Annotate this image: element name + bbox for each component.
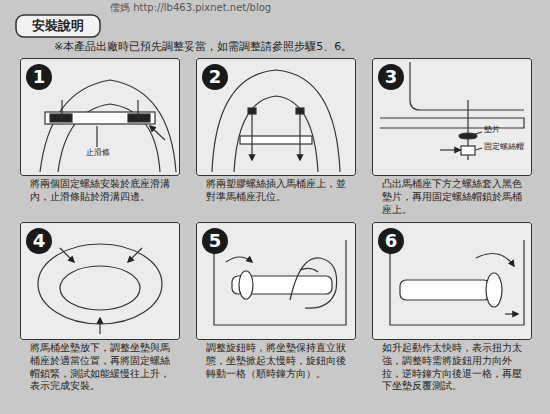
step-panel: 5 調整旋鈕時，將坐墊保持直立狀態，坐墊掀起太慢時，旋鈕向後轉動一格（順時鐘方向）… bbox=[196, 222, 356, 380]
panel-ground bbox=[196, 58, 356, 176]
step-panel: 3 凸出馬桶座下方之螺絲套入黑色墊片，再用固定螺絲帽鎖於馬桶座上。 bbox=[372, 58, 532, 216]
panel-frame: 3 bbox=[372, 58, 532, 176]
knob-hand-drawing bbox=[214, 240, 346, 325]
seat-base-drawing bbox=[137, 100, 138, 118]
seat-screws-drawing bbox=[296, 108, 304, 114]
bowl-top-drawing bbox=[128, 248, 142, 262]
step-number: 2 bbox=[202, 64, 228, 90]
panel-ground bbox=[20, 58, 532, 340]
step-panel: 2 將兩塑膠螺絲插入馬桶座上，並對準馬桶座孔位。 bbox=[196, 58, 356, 204]
seat-screws-drawing bbox=[212, 70, 340, 172]
step-panel: 6 如升起動作太快時，表示扭力太強，調整時需將旋鈕用力向外拉，逆時鐘方向後退一格，… bbox=[372, 222, 532, 393]
seat-screws-drawing bbox=[234, 96, 318, 172]
seat-screws-drawing bbox=[240, 136, 312, 144]
step-caption: 如升起動作太快時，表示扭力太強，調整時需將旋鈕用力向外拉，逆時鐘方向後退一格，再… bbox=[372, 340, 532, 393]
panel-ground bbox=[20, 222, 180, 340]
seat-base-drawing bbox=[40, 80, 176, 172]
seat-base-drawing bbox=[128, 114, 150, 122]
seat-base-drawing bbox=[50, 114, 72, 122]
seat-screws-drawing bbox=[248, 108, 256, 114]
panel-ground bbox=[372, 222, 532, 340]
title-tab bbox=[16, 15, 100, 37]
step-panel: 4 將馬桶坐墊放下，調整坐墊與馬桶座於適當位置，再將固定螺絲帽鎖緊，測試如能緩慢往… bbox=[20, 222, 180, 393]
nut-washer-drawing bbox=[461, 146, 475, 155]
knob-pull-drawing bbox=[390, 240, 524, 325]
nut-washer-drawing bbox=[440, 149, 460, 150]
knob-hand-drawing bbox=[239, 271, 253, 299]
panel-frame: 1 bbox=[20, 58, 180, 176]
step-caption: 凸出馬桶座下方之螺絲套入黑色墊片，再用固定螺絲帽鎖於馬桶座上。 bbox=[372, 176, 532, 216]
part-label: 墊片 bbox=[484, 126, 500, 135]
panel-frame: 5 bbox=[196, 222, 356, 340]
bowl-top-drawing bbox=[38, 244, 162, 334]
bowl-top-drawing bbox=[60, 266, 140, 310]
knob-hand-drawing bbox=[300, 268, 318, 272]
part-label: 止滑條 bbox=[86, 149, 110, 158]
step-number: 6 bbox=[378, 228, 404, 254]
seat-base-drawing bbox=[40, 80, 176, 172]
step-number: 1 bbox=[26, 64, 52, 90]
step-number: 3 bbox=[378, 64, 404, 90]
nut-washer-drawing bbox=[380, 118, 524, 128]
bowl-top-drawing bbox=[38, 244, 162, 324]
step-caption: 將兩個固定螺絲安裝於底座滑溝內，止滑條貼於滑溝四邊。 bbox=[20, 176, 180, 204]
knob-hand-drawing bbox=[226, 257, 252, 262]
knob-pull-drawing bbox=[476, 254, 514, 267]
panel-frame: 4 bbox=[20, 222, 180, 340]
seat-base-drawing bbox=[150, 126, 165, 140]
knob-pull-drawing bbox=[400, 280, 490, 300]
note: ※本產品出廠時已預先調整妥當，如需調整請參照步驟5、6。 bbox=[54, 41, 352, 53]
title: 安裝說明 bbox=[22, 18, 94, 34]
panel-frame: 2 bbox=[196, 58, 356, 176]
part-label: 固定螺絲帽 bbox=[484, 143, 524, 152]
knob-hand-drawing bbox=[290, 258, 337, 308]
knob-pull-drawing bbox=[486, 273, 502, 307]
knob-hand-drawing bbox=[214, 240, 346, 325]
nut-washer-drawing bbox=[476, 148, 482, 150]
knob-pull-drawing bbox=[505, 313, 518, 314]
step-caption: 將馬桶坐墊放下，調整坐墊與馬桶座於適當位置，再將固定螺絲帽鎖緊，測試如能緩慢往上… bbox=[20, 340, 180, 393]
panel-ground bbox=[372, 58, 532, 176]
panel-frame: 6 bbox=[372, 222, 532, 340]
step-caption: 將兩塑膠螺絲插入馬桶座上，並對準馬桶座孔位。 bbox=[196, 176, 356, 204]
seat-screws-drawing bbox=[299, 112, 300, 160]
seat-screws-drawing bbox=[212, 70, 340, 172]
step-caption: 調整旋鈕時，將坐墊保持直立狀態，坐墊掀起太慢時，旋鈕向後轉動一格（順時鐘方向）。 bbox=[196, 340, 356, 380]
step-number: 5 bbox=[202, 228, 228, 254]
panel-ground bbox=[196, 222, 356, 340]
seat-screws-drawing bbox=[251, 112, 252, 160]
nut-washer-drawing bbox=[410, 62, 524, 110]
bowl-top-drawing bbox=[60, 248, 74, 262]
title-tab bbox=[16, 15, 100, 37]
watermark: 儒媽 http://lb463.pixnet.net/blog bbox=[110, 2, 271, 13]
step-number: 4 bbox=[26, 228, 52, 254]
nut-washer-drawing bbox=[472, 132, 482, 135]
panel-ground bbox=[20, 58, 180, 176]
seat-base-drawing bbox=[61, 100, 62, 118]
step-panel: 1 將兩個固定螺絲安裝於底座滑溝內，止滑條貼於滑溝四邊。 bbox=[20, 58, 180, 204]
seat-base-drawing bbox=[96, 126, 97, 147]
knob-pull-drawing bbox=[390, 240, 524, 325]
bowl-top-drawing bbox=[99, 318, 100, 334]
